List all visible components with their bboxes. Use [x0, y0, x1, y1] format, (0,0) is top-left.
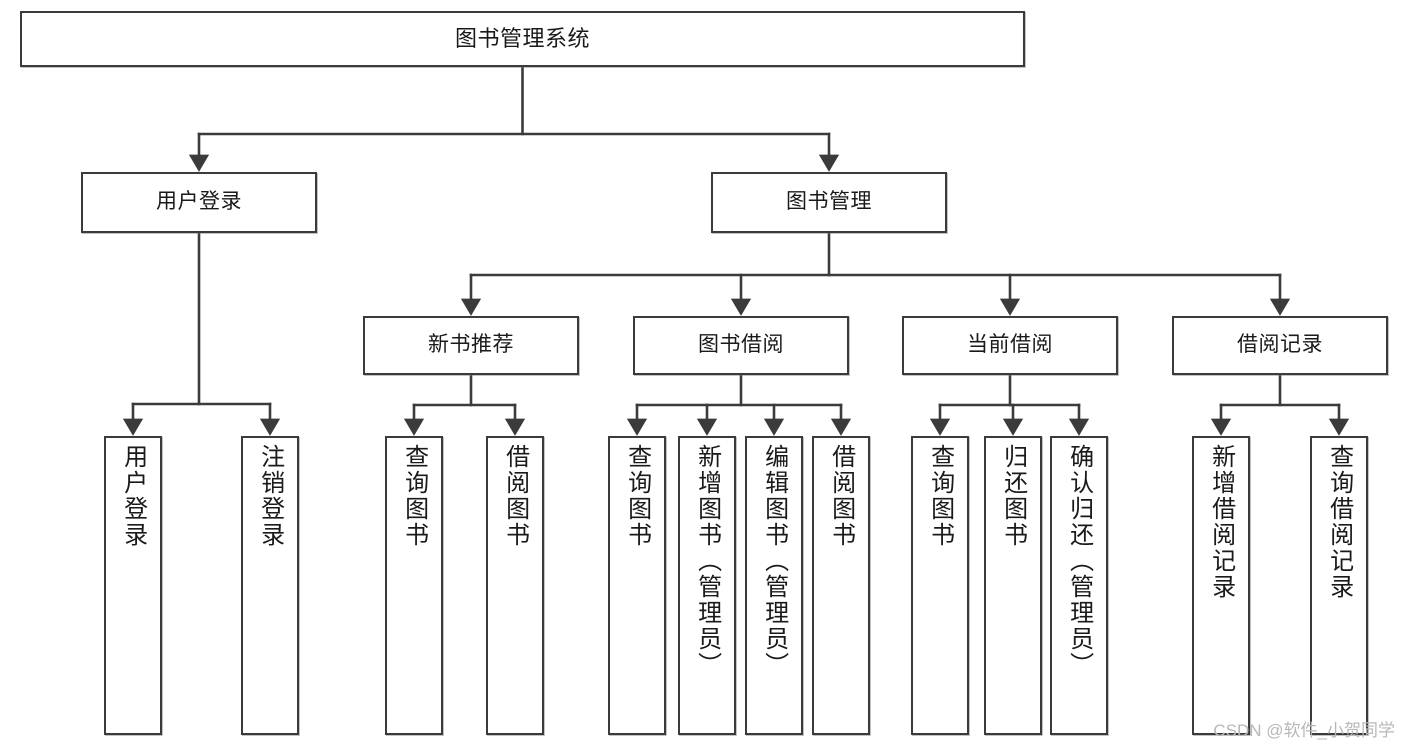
- node-leaf-return-books[interactable]: 归还图书: [984, 436, 1042, 735]
- node-leaf-user-login[interactable]: 用户登录: [104, 436, 162, 735]
- node-level2-user-login-label: 用户登录: [156, 190, 242, 214]
- node-level3-current-borrow[interactable]: 当前借阅: [902, 316, 1118, 375]
- node-root-label: 图书管理系统: [454, 26, 590, 52]
- node-leaf-query-books-current-label: 查询图书: [926, 444, 954, 548]
- node-leaf-query-books-recommend-label: 查询图书: [400, 444, 428, 548]
- node-leaf-add-borrow-record[interactable]: 新增借阅记录: [1192, 436, 1250, 735]
- node-level3-borrow-records[interactable]: 借阅记录: [1172, 316, 1388, 375]
- node-level3-new-book-recommend-label: 新书推荐: [428, 333, 514, 357]
- node-leaf-user-login-label: 用户登录: [119, 444, 147, 548]
- node-leaf-query-books-borrow-label: 查询图书: [623, 444, 651, 548]
- node-leaf-logout[interactable]: 注销登录: [241, 436, 299, 735]
- node-level3-current-borrow-label: 当前借阅: [967, 333, 1053, 357]
- node-leaf-query-books-borrow[interactable]: 查询图书: [608, 436, 666, 735]
- node-leaf-borrow-books-label: 借阅图书: [827, 444, 855, 548]
- node-level3-book-borrow[interactable]: 图书借阅: [633, 316, 849, 375]
- node-level3-borrow-records-label: 借阅记录: [1237, 333, 1323, 357]
- node-root[interactable]: 图书管理系统: [20, 11, 1025, 67]
- node-level2-book-management-label: 图书管理: [786, 190, 872, 214]
- node-leaf-query-borrow-record[interactable]: 查询借阅记录: [1310, 436, 1368, 735]
- node-leaf-query-books-current[interactable]: 查询图书: [911, 436, 969, 735]
- node-leaf-confirm-return-admin-label: 确认归还（管理员）: [1065, 444, 1093, 678]
- node-level3-book-borrow-label: 图书借阅: [698, 333, 784, 357]
- node-leaf-logout-label: 注销登录: [256, 444, 284, 548]
- node-leaf-borrow-books-recommend-label: 借阅图书: [501, 444, 529, 548]
- node-leaf-query-borrow-record-label: 查询借阅记录: [1325, 444, 1353, 600]
- node-leaf-edit-book-admin[interactable]: 编辑图书（管理员）: [745, 436, 803, 735]
- node-leaf-return-books-label: 归还图书: [999, 444, 1027, 548]
- watermark: CSDN @软件_小贺同学: [1213, 721, 1395, 740]
- node-level3-new-book-recommend[interactable]: 新书推荐: [363, 316, 579, 375]
- node-leaf-edit-book-admin-label: 编辑图书（管理员）: [760, 444, 788, 678]
- node-level2-book-management[interactable]: 图书管理: [711, 172, 947, 233]
- node-leaf-add-borrow-record-label: 新增借阅记录: [1207, 444, 1235, 600]
- node-leaf-add-book-admin-label: 新增图书（管理员）: [693, 444, 721, 678]
- node-leaf-query-books-recommend[interactable]: 查询图书: [385, 436, 443, 735]
- node-leaf-add-book-admin[interactable]: 新增图书（管理员）: [678, 436, 736, 735]
- node-leaf-borrow-books-recommend[interactable]: 借阅图书: [486, 436, 544, 735]
- node-leaf-borrow-books[interactable]: 借阅图书: [812, 436, 870, 735]
- node-leaf-confirm-return-admin[interactable]: 确认归还（管理员）: [1050, 436, 1108, 735]
- node-level2-user-login[interactable]: 用户登录: [81, 172, 317, 233]
